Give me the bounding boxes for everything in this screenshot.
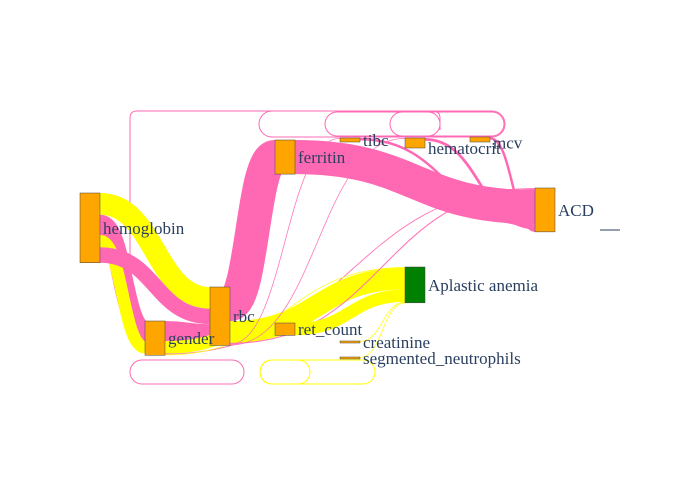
link-mcv-to-ACD[interactable] xyxy=(489,137,536,232)
loop-link-2 xyxy=(258,110,506,138)
link-hemoglobin-to-rbc[interactable] xyxy=(98,193,212,309)
node-hemoglobin[interactable] xyxy=(79,192,101,263)
link-hemoglobin-to-rbc[interactable] xyxy=(99,247,211,325)
links-layer xyxy=(96,137,536,358)
node-label-hematocrit: hematocrit xyxy=(428,139,501,158)
link-hemoglobin-to-gender[interactable] xyxy=(97,234,148,354)
link-rbc-to-Aplastic-anemia[interactable] xyxy=(229,267,406,343)
node-tibc[interactable] xyxy=(339,137,361,143)
node-label-mcv: mcv xyxy=(493,134,523,153)
node-label-rbc: rbc xyxy=(233,307,255,326)
node-label-Aplastic-anemia: Aplastic anemia xyxy=(428,276,538,295)
link-rbc-to-ferritin[interactable] xyxy=(220,140,285,322)
node-Aplastic-anemia[interactable] xyxy=(404,266,426,304)
loop-link-7 xyxy=(259,359,311,385)
loop-link-4 xyxy=(389,111,505,137)
loop-links xyxy=(129,110,506,385)
link-creatinine-to-Aplastic-anemia[interactable] xyxy=(359,301,406,342)
loop-link-3 xyxy=(324,111,441,137)
node-label-ferritin: ferritin xyxy=(298,148,346,167)
node-creatinine[interactable] xyxy=(339,340,361,344)
node-rbc[interactable] xyxy=(209,286,231,346)
node-ret_count[interactable] xyxy=(274,322,296,336)
node-mcv[interactable] xyxy=(469,136,491,143)
node-label-hemoglobin: hemoglobin xyxy=(103,219,185,238)
node-label-gender: gender xyxy=(168,329,215,348)
node-ACD[interactable] xyxy=(534,187,556,233)
node-segmented_neutrophils[interactable] xyxy=(339,356,361,360)
link-tibc-to-ACD[interactable] xyxy=(359,138,536,227)
node-ferritin[interactable] xyxy=(274,139,296,175)
link-hematocrit-to-ACD[interactable] xyxy=(424,138,536,230)
node-label-tibc: tibc xyxy=(363,131,389,150)
node-hematocrit[interactable] xyxy=(404,137,426,149)
nodes-layer xyxy=(79,136,556,360)
node-label-creatinine: creatinine xyxy=(363,333,430,352)
node-label-segmented_neutrophils: segmented_neutrophils xyxy=(363,349,521,368)
node-label-ACD: ACD xyxy=(558,201,594,220)
link-gender-to-rbc[interactable] xyxy=(164,321,211,345)
link-segmented_neutrophils-to-Aplastic-anemia[interactable] xyxy=(359,302,406,358)
link-rbc-to-hematocrit[interactable] xyxy=(229,138,406,346)
loop-link-5 xyxy=(129,359,245,385)
node-label-ret_count: ret_count xyxy=(298,320,362,339)
link-ret_count-to-Aplastic-anemia[interactable] xyxy=(294,289,406,336)
node-gender[interactable] xyxy=(144,320,166,356)
labels-layer: hemoglobin gender rbc ferritin ret_count tibc… xyxy=(103,131,594,368)
